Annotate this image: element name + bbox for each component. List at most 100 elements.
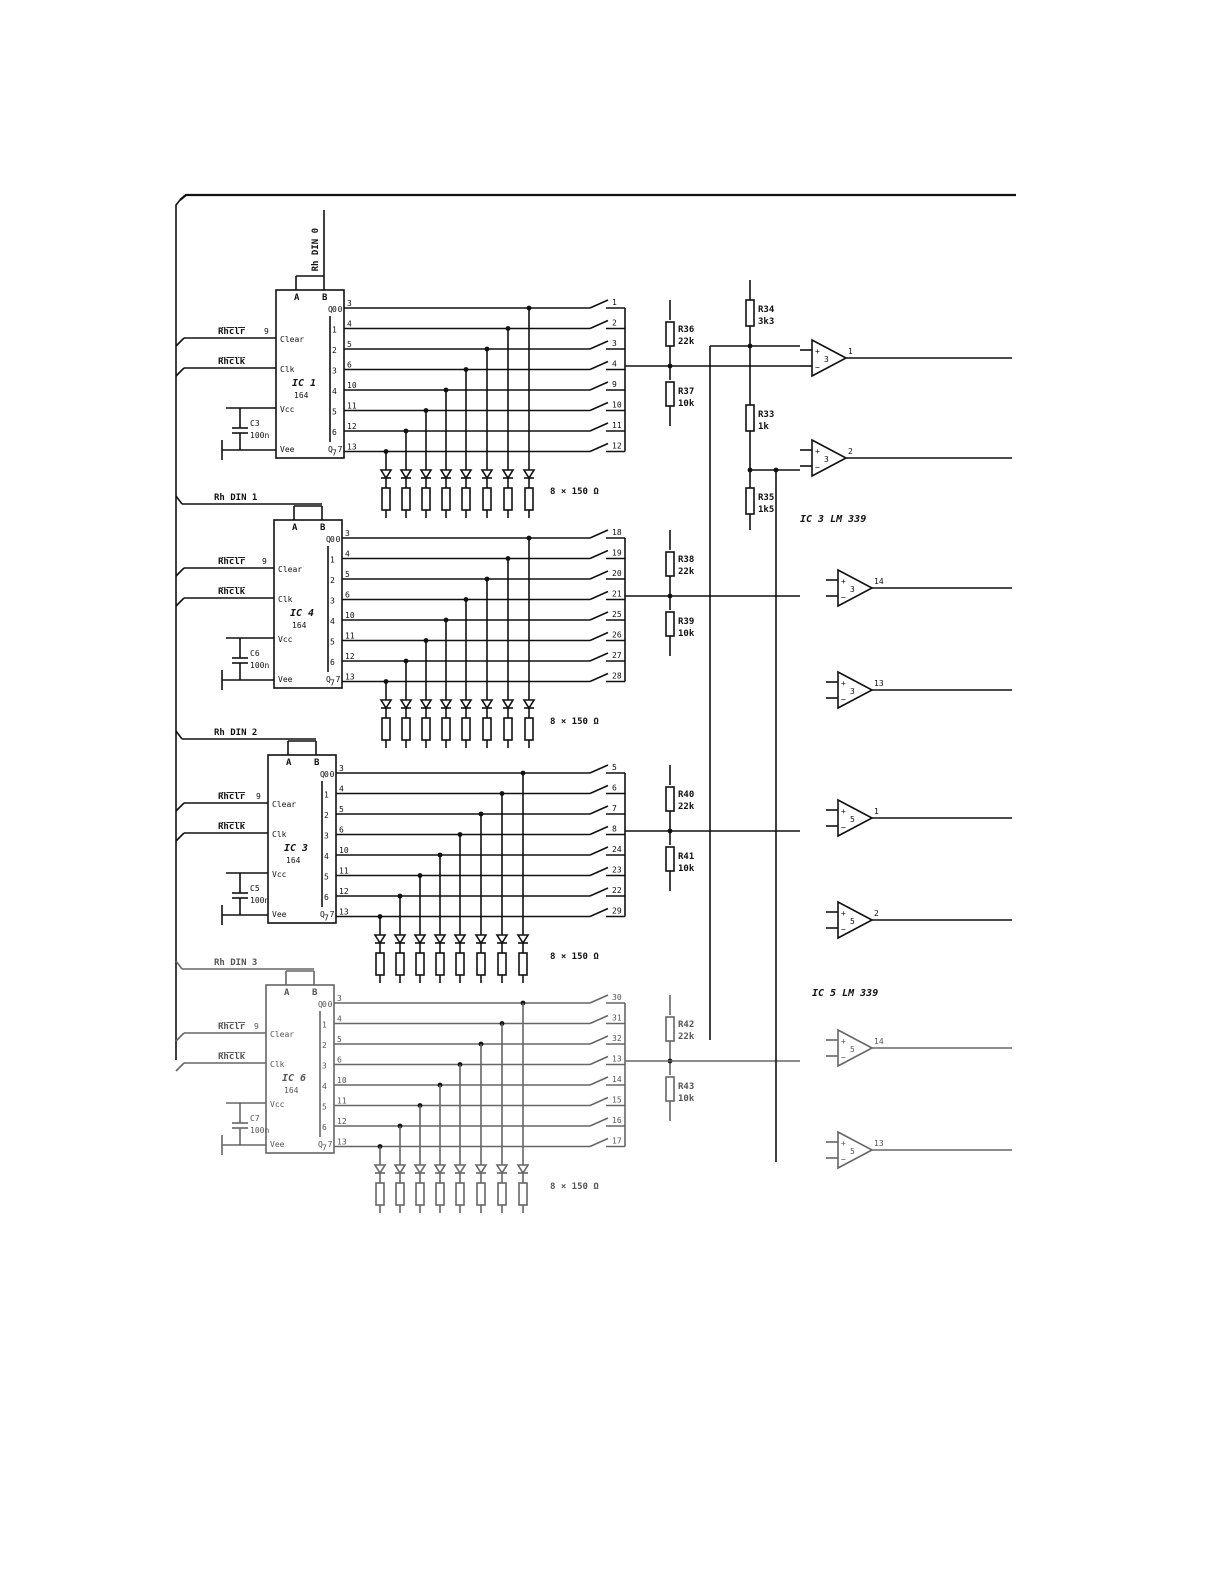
led-diode [474,1164,488,1175]
resistor-array-label: 8 × 150 Ω [550,952,599,962]
rhclr-label: Rhclr [218,792,246,802]
led-diode [439,469,453,480]
led-diode [373,934,387,945]
resistor-body [482,717,492,741]
resistor-body [435,1182,445,1206]
comparator-body [837,900,874,940]
output-switch [589,825,609,836]
q-bit-number: 2 [324,811,329,820]
resistor-body [395,1182,405,1206]
divider-top-ref: R36 [678,325,694,335]
resistor-body [503,717,513,741]
output-pin-number: 6 [339,826,344,835]
output-switch [589,1055,609,1066]
comparator-unit: 5 [850,1147,855,1156]
output-pin-number: 13 [347,443,357,452]
divider-top-val: 22k [678,802,695,812]
clear-pin-label: Clear [270,1030,294,1039]
comparator-body [837,1130,874,1170]
comparator-plus: + [841,909,846,918]
output-pin-number: 5 [337,1035,342,1044]
pin-a-label: A [286,758,292,768]
register-part: 164 [294,391,309,400]
output-pin-number: 12 [337,1117,347,1126]
output-switch [589,299,609,309]
output-pin-number: 10 [347,381,357,390]
cap-ref: C6 [250,649,260,658]
resistor-body [421,487,431,511]
comparator-unit: 5 [850,917,855,926]
divider-bot-ref: R43 [678,1082,694,1092]
comparator-minus: − [815,363,820,372]
comparator-5: +−52 [826,900,1012,940]
register-ref: IC 6 [282,1073,306,1084]
comparator-2: +−314 [826,568,1012,608]
led-diode [474,934,488,945]
pin-b-label: B [314,758,320,768]
q0-pin-label: Q 0 [318,1000,333,1009]
led-diode [379,469,393,480]
q-bit-number: 6 [324,893,329,902]
comparator-plus: + [815,447,820,456]
resistor-array-label: 8 × 150 Ω [550,1182,599,1192]
clear-pin-label: Clear [272,800,296,809]
comparator-plus: + [815,347,820,356]
led-diode [459,699,473,710]
divider-bot-val: 10k [678,864,695,874]
resistor-body [415,1182,425,1206]
rhclk-label: Rhclk [218,1052,246,1062]
comparator-unit: 3 [824,355,829,364]
led-diode [501,469,515,480]
output-switch [589,631,609,642]
output-number: 3 [612,339,617,348]
comparator-body [837,798,874,838]
resistor-body [665,786,675,812]
output-switch [589,805,609,815]
output-switch [589,611,609,621]
cap-value: 100n [250,1126,269,1135]
led-diode [379,699,393,710]
cap-value: 100n [250,431,269,440]
output-number: 32 [612,1034,622,1043]
register-chip [267,754,337,924]
q-bit-number: 7 [322,1144,327,1153]
output-pin-number: 10 [345,611,355,620]
output-pin-number: 6 [337,1056,342,1065]
output-pin-number: 3 [347,299,352,308]
resistor-body [524,717,534,741]
output-pin-number: 11 [345,632,355,641]
resistor-body [665,611,675,637]
resistor-body [503,487,513,511]
comparator-unit: 3 [850,585,855,594]
q-bit-number: 1 [324,791,329,800]
pin-a-label: A [292,523,298,533]
resistor-body [375,1182,385,1206]
comparator-minus: − [815,463,820,472]
output-switch [589,381,609,391]
output-switch [589,1014,609,1025]
divider-bot-ref: R39 [678,617,694,627]
output-number: 16 [612,1116,622,1125]
cap-ref: C5 [250,884,260,893]
q-bit-number: 5 [324,873,329,882]
output-number: 4 [612,360,617,369]
divider-top-val: 22k [678,1032,695,1042]
comparator-plus: + [841,577,846,586]
comparator-group-label: IC 5 LM 339 [812,988,878,999]
led-diode [419,469,433,480]
din-label: Rh DIN 0 [311,228,321,271]
led-diode [393,934,407,945]
output-number: 8 [612,825,617,834]
resistor-body [455,1182,465,1206]
din-label: Rh DIN 3 [214,958,257,968]
q-bit-number: 6 [332,428,337,437]
q-bit-number: 4 [330,617,335,626]
output-pin-number: 3 [345,529,350,538]
output-switch [589,529,609,539]
output-pin-number: 3 [337,994,342,1003]
q-bit-number: 3 [332,367,337,376]
din-branch [175,495,183,505]
resistor-body [476,1182,486,1206]
